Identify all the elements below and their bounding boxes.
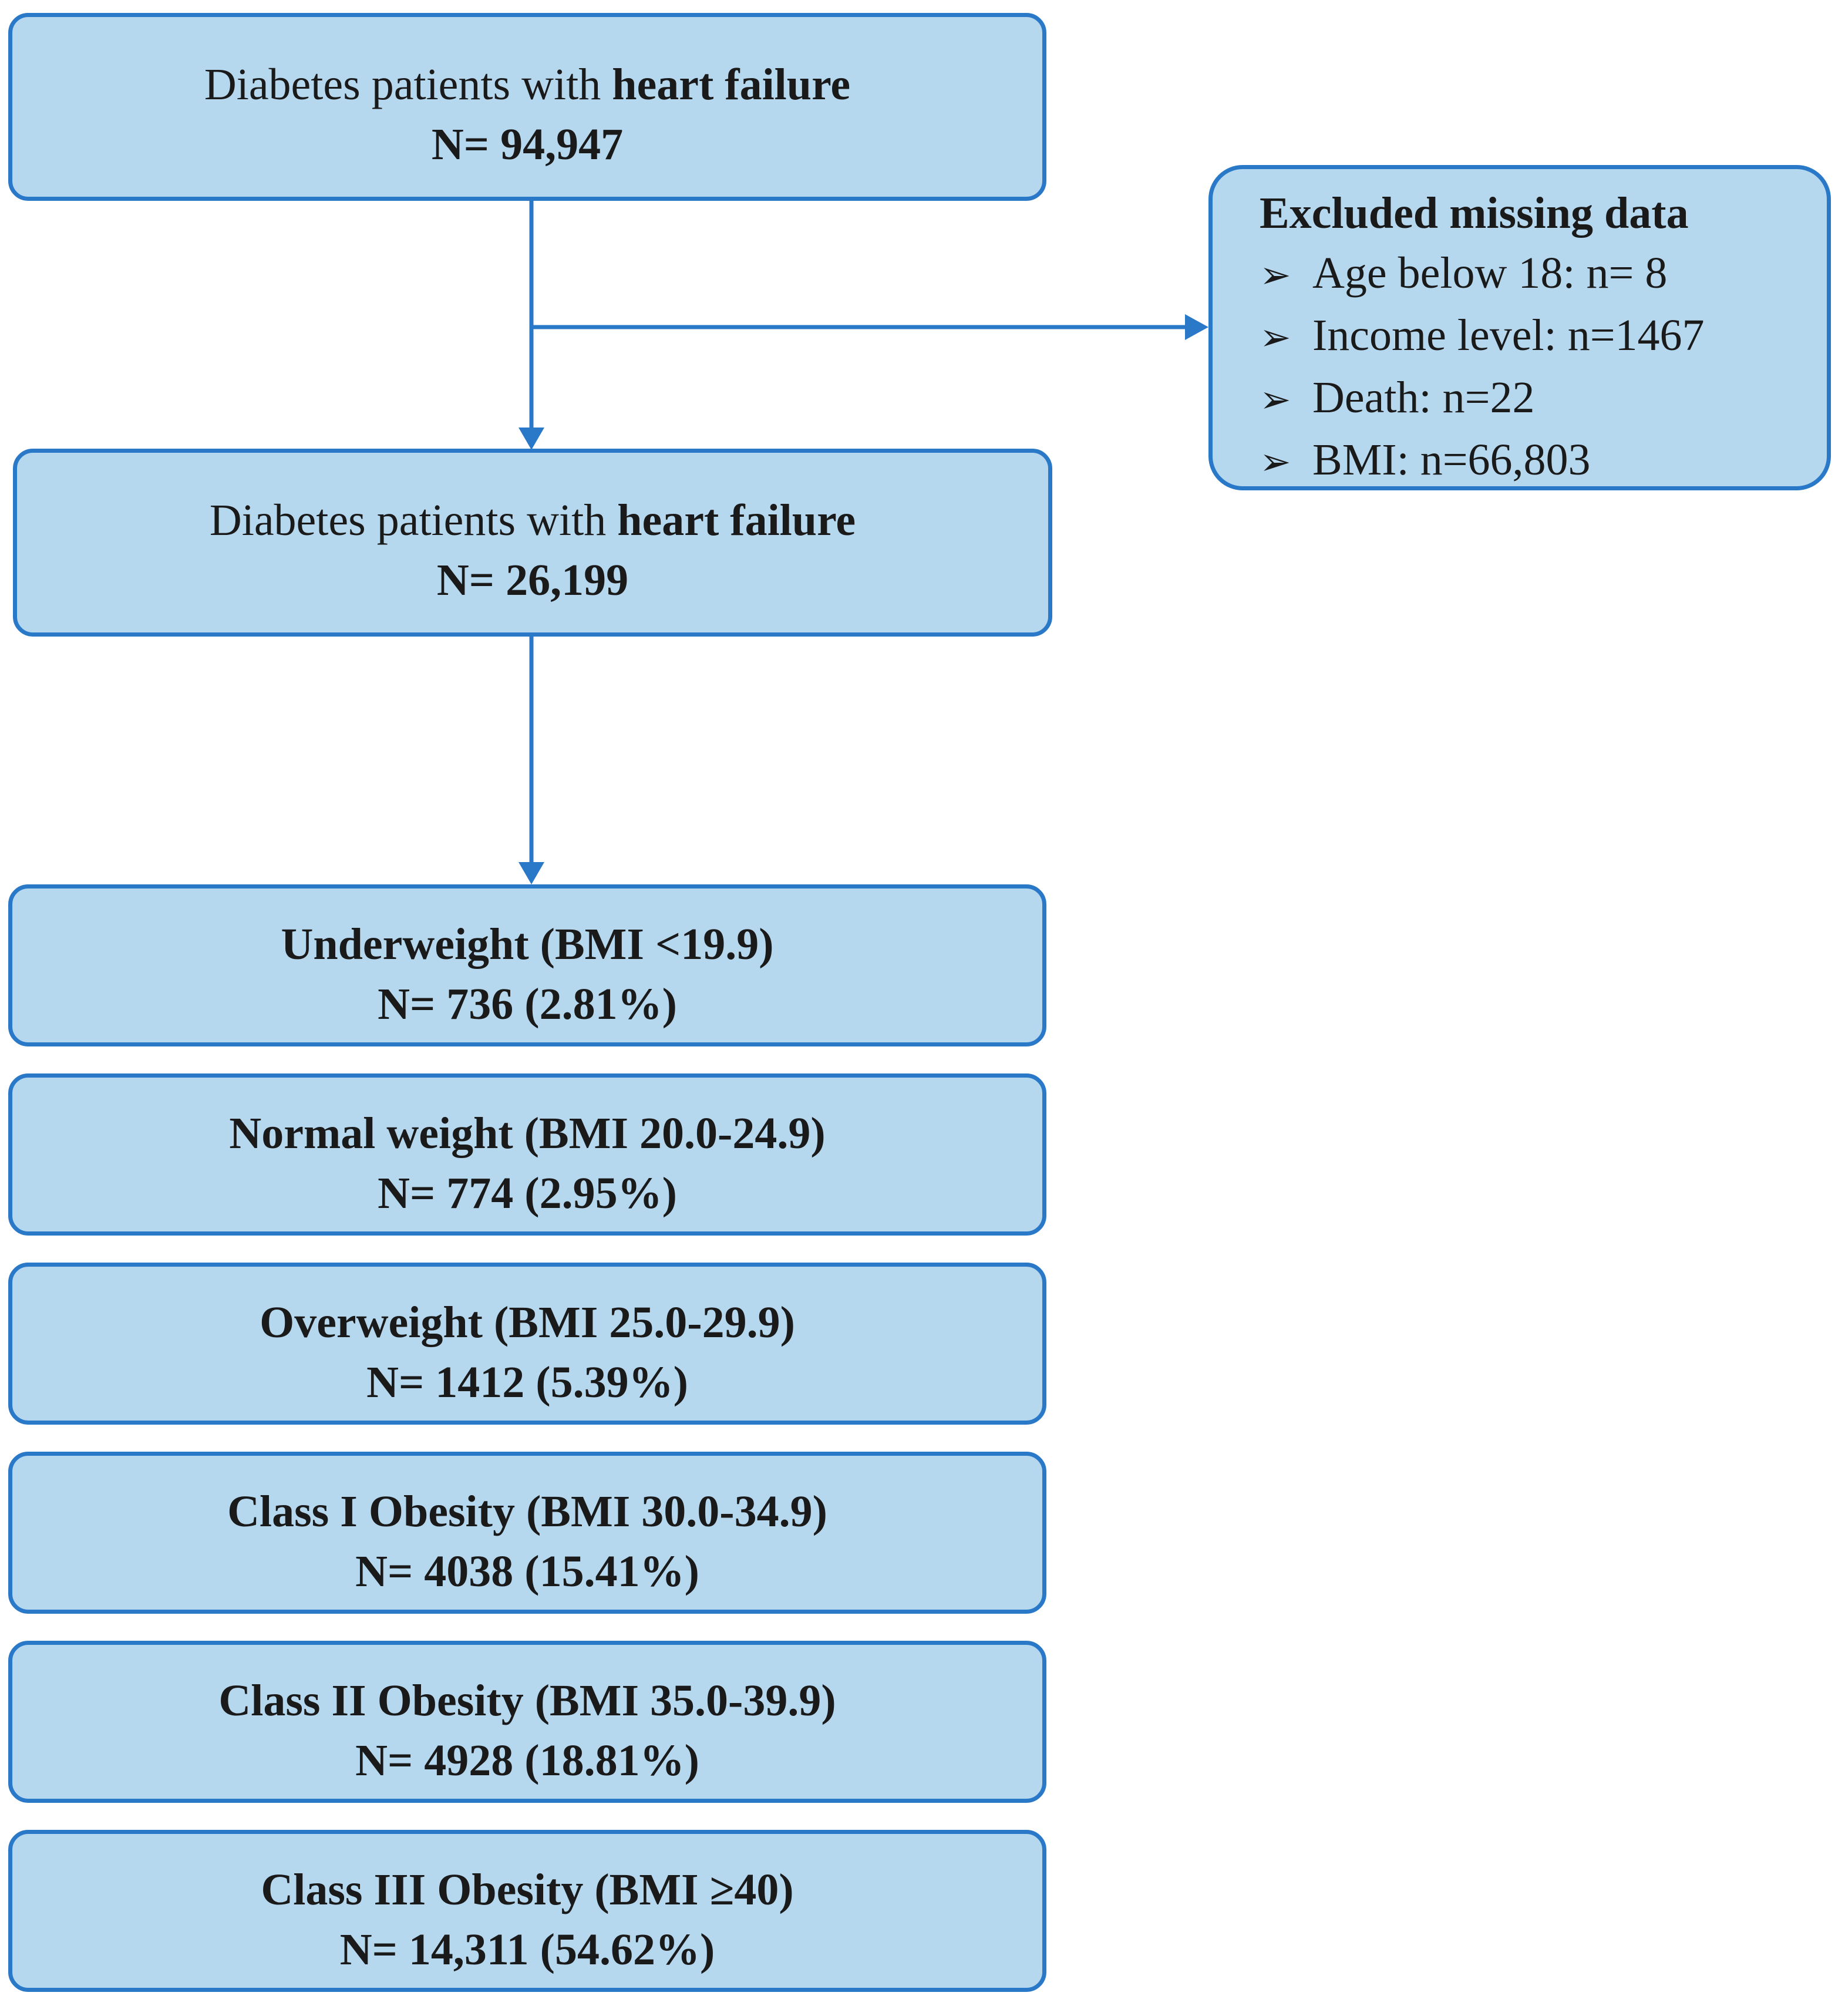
- category-count: N= 14,311 (54.62%): [339, 1925, 715, 1974]
- category-count: N= 736 (2.81%): [378, 980, 677, 1029]
- category-box-class-i-obesity: Class I Obesity (BMI 30.0-34.9) N= 4038 …: [8, 1452, 1046, 1614]
- top-cohort-count: N= 94,947: [431, 120, 624, 169]
- excluded-item: ➢Income level: n=1467: [1260, 305, 1827, 368]
- category-box-class-iii-obesity: Class III Obesity (BMI ≥40) N= 14,311 (5…: [8, 1830, 1046, 1992]
- arrow-bullet-icon: ➢: [1260, 317, 1291, 358]
- category-count: N= 1412 (5.39%): [366, 1358, 688, 1407]
- arrowhead-middle: [519, 428, 544, 450]
- category-label: Normal weight (BMI 20.0-24.9): [229, 1109, 826, 1158]
- arrow-bullet-icon: ➢: [1260, 441, 1291, 483]
- category-count: N= 4928 (18.81%): [355, 1736, 699, 1785]
- category-count: N= 774 (2.95%): [378, 1169, 677, 1218]
- category-box-normal-weight: Normal weight (BMI 20.0-24.9) N= 774 (2.…: [8, 1073, 1046, 1236]
- excluded-item: ➢BMI: n=66,803: [1260, 430, 1827, 492]
- category-label: Class I Obesity (BMI 30.0-34.9): [227, 1487, 827, 1536]
- excluded-item: ➢Age below 18: n= 8: [1260, 243, 1827, 305]
- middle-cohort-box: Diabetes patients with heart failure N= …: [13, 449, 1052, 637]
- top-cohort-description: Diabetes patients with heart failure: [204, 60, 851, 109]
- category-label: Underweight (BMI <19.9): [281, 920, 774, 969]
- arrow-bullet-icon: ➢: [1260, 379, 1291, 420]
- category-box-class-ii-obesity: Class II Obesity (BMI 35.0-39.9) N= 4928…: [8, 1641, 1046, 1803]
- excluded-item: ➢Death: n=22: [1260, 368, 1827, 430]
- category-label: Overweight (BMI 25.0-29.9): [260, 1298, 795, 1347]
- middle-cohort-description: Diabetes patients with heart failure: [209, 496, 856, 545]
- middle-cohort-count: N= 26,199: [436, 556, 629, 605]
- category-box-overweight: Overweight (BMI 25.0-29.9) N= 1412 (5.39…: [8, 1263, 1046, 1425]
- arrow-bullet-icon: ➢: [1260, 254, 1291, 296]
- category-label: Class III Obesity (BMI ≥40): [261, 1865, 794, 1914]
- excluded-title: Excluded missing data: [1260, 189, 1689, 238]
- top-cohort-box: Diabetes patients with heart failure N= …: [8, 13, 1046, 201]
- arrowhead-categories: [519, 862, 544, 884]
- category-label: Class II Obesity (BMI 35.0-39.9): [218, 1676, 836, 1725]
- category-box-underweight: Underweight (BMI <19.9) N= 736 (2.81%): [8, 884, 1046, 1046]
- excluded-box: Excluded missing data ➢Age below 18: n= …: [1208, 165, 1831, 490]
- arrowhead-excluded: [1185, 314, 1208, 340]
- category-count: N= 4038 (15.41%): [355, 1547, 699, 1596]
